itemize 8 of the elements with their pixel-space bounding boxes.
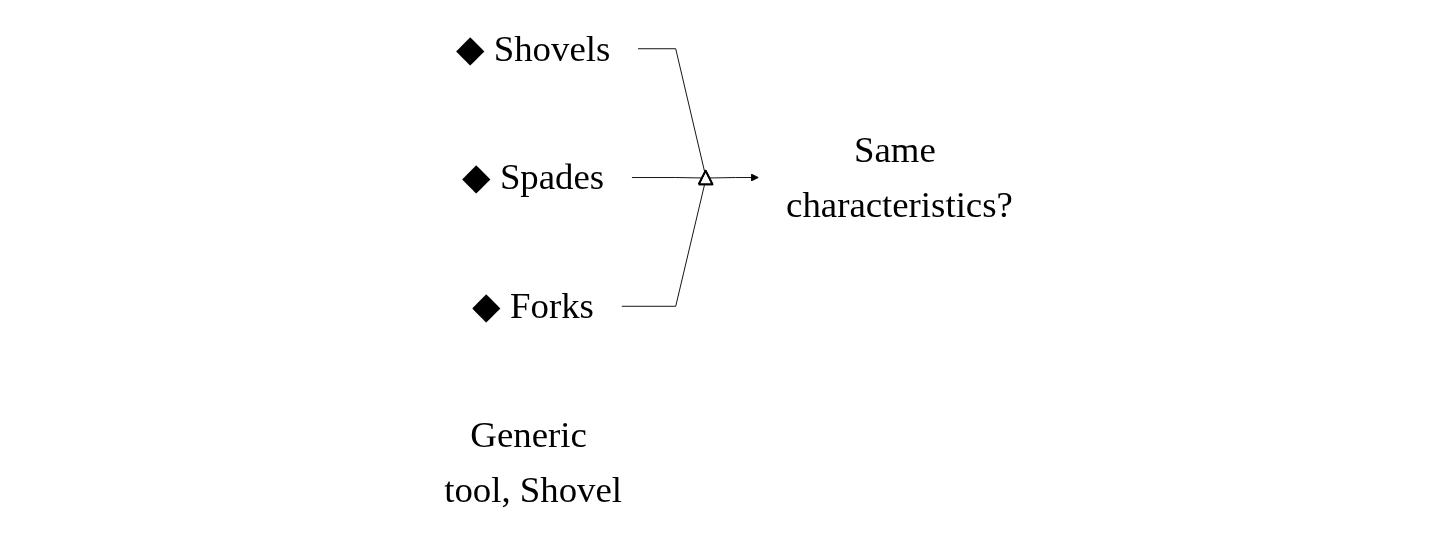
- node-text: ◆ Forks: [472, 285, 594, 327]
- node-text: Generic tool, Shovel: [444, 413, 623, 511]
- connector: [621, 184, 705, 307]
- connector: [631, 177, 704, 179]
- node-text: Same characteristics?: [786, 128, 1013, 226]
- node-text: ◆ Shovels: [456, 27, 611, 69]
- connector: [637, 48, 706, 174]
- node-text: ◆ Spades: [462, 156, 605, 198]
